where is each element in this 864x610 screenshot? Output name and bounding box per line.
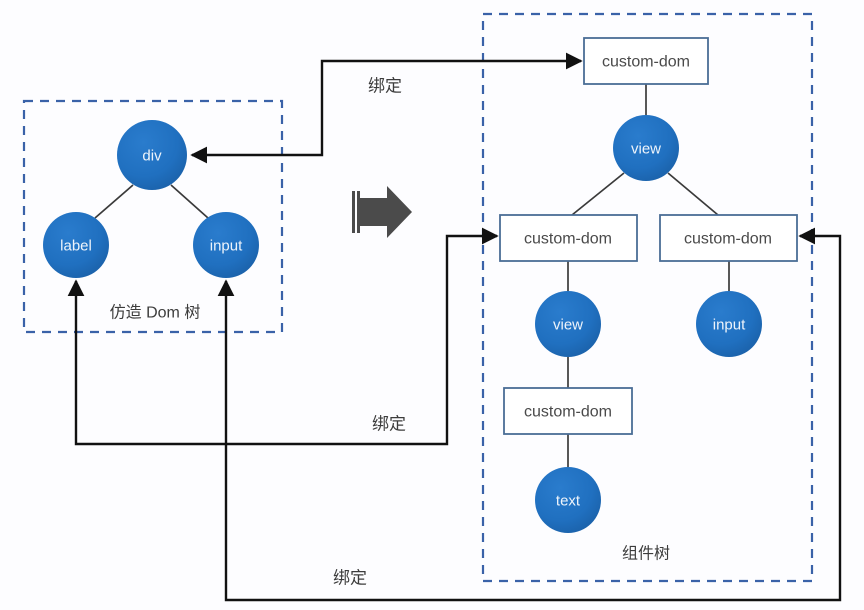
node-label[interactable]: label <box>43 212 109 278</box>
node-input-2[interactable]: input <box>696 291 762 357</box>
transform-arrow-tail-bar-1 <box>352 191 355 233</box>
right-panel-caption: 组件树 <box>622 545 670 563</box>
node-text-1-circle <box>535 467 601 533</box>
node-view-2[interactable]: view <box>535 291 601 357</box>
binding-middle-path <box>67 227 499 446</box>
node-root-custom-dom-box <box>583 37 709 85</box>
edge-div-input <box>170 184 209 219</box>
binding-top-path <box>190 52 583 164</box>
binding-bottom-connector[interactable] <box>217 227 842 602</box>
binding-bottom-path <box>217 227 842 602</box>
node-view-1[interactable]: view <box>613 115 679 181</box>
binding-top-connector[interactable] <box>190 52 583 164</box>
node-input-2-circle <box>696 291 762 357</box>
edge-view1-cdleft <box>571 172 625 216</box>
binding-middle-connector[interactable] <box>67 227 499 446</box>
node-input-label: input <box>210 238 243 255</box>
transform-arrow-shape <box>360 186 412 238</box>
left-panel-caption: 仿造 Dom 树 <box>110 304 201 322</box>
node-custom-dom-right[interactable]: custom-dom <box>659 214 798 262</box>
node-div-label: div <box>142 148 162 165</box>
node-input-2-label: input <box>713 317 746 334</box>
node-custom-dom-leaf[interactable]: custom-dom <box>503 387 633 435</box>
right-panel-container <box>481 12 814 583</box>
node-input[interactable]: input <box>193 212 259 278</box>
node-view-1-circle <box>613 115 679 181</box>
node-text-1-label: text <box>556 493 581 510</box>
node-root-custom-dom-label: custom-dom <box>602 54 690 71</box>
edge-view1-cdright <box>667 172 719 216</box>
transform-arrow <box>352 186 412 238</box>
left-panel-container <box>22 99 284 334</box>
node-view-2-circle <box>535 291 601 357</box>
edge-div-label <box>94 184 134 219</box>
binding-bottom-label: 绑定 <box>333 569 367 588</box>
node-custom-dom-leaf-label: custom-dom <box>524 404 612 421</box>
binding-middle-label: 绑定 <box>372 415 406 434</box>
left-tree-edges <box>94 184 209 219</box>
node-view-2-label: view <box>553 317 583 334</box>
transform-arrow-tail-bar-2 <box>357 191 360 233</box>
node-view-1-label: view <box>631 141 661 158</box>
node-root-custom-dom[interactable]: custom-dom <box>583 37 709 85</box>
node-div[interactable]: div <box>117 120 187 190</box>
node-div-circle <box>117 120 187 190</box>
binding-top-label: 绑定 <box>368 77 402 96</box>
node-custom-dom-leaf-box <box>503 387 633 435</box>
node-label-label: label <box>60 238 92 255</box>
node-custom-dom-left-label: custom-dom <box>524 231 612 248</box>
node-text-1[interactable]: text <box>535 467 601 533</box>
node-custom-dom-left[interactable]: custom-dom <box>499 214 638 262</box>
node-custom-dom-right-label: custom-dom <box>684 231 772 248</box>
